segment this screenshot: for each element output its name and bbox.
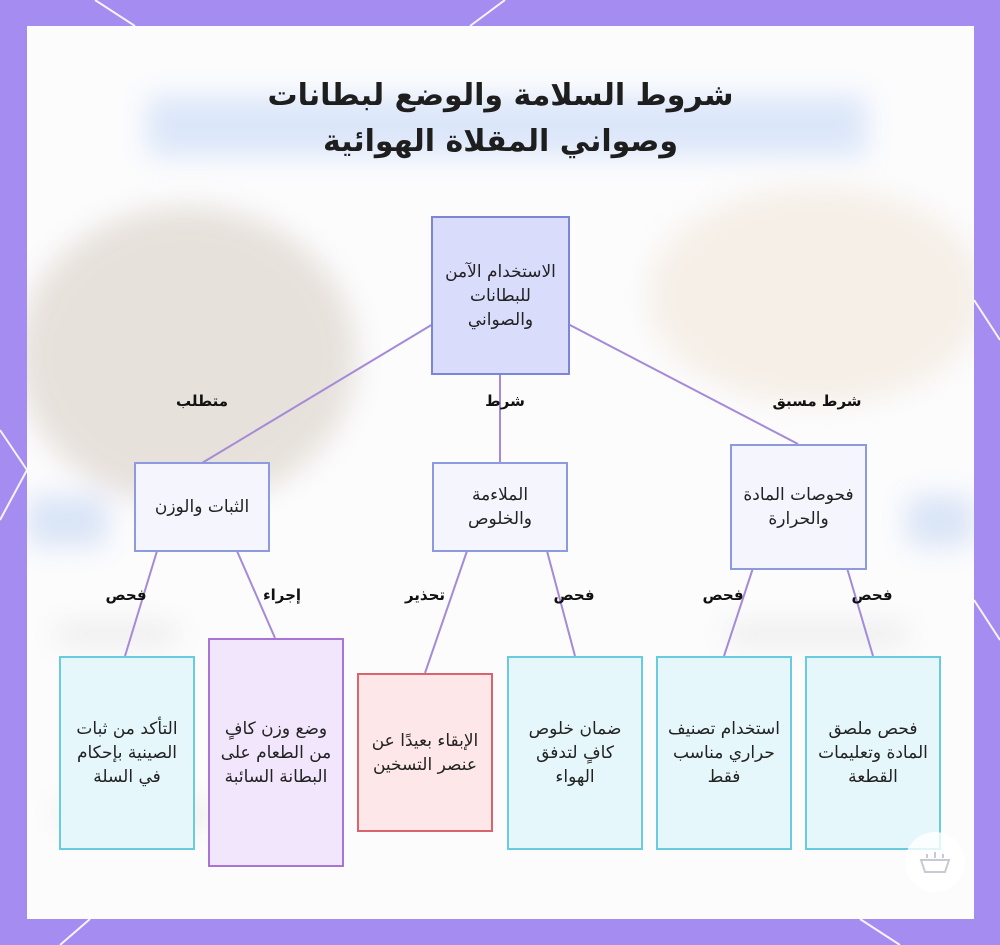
edge-label-condition: شرط bbox=[485, 392, 525, 410]
edge-label-check-4: فحص bbox=[851, 586, 893, 604]
keep-away-node: الإبقاء بعيدًا عن عنصر التسخين bbox=[357, 673, 493, 832]
edge-fit-clearance bbox=[546, 550, 576, 657]
edge-label-warning: تحذير bbox=[404, 586, 446, 604]
material-node: فحوصات المادة والحرارة bbox=[730, 444, 867, 570]
edge-material-heat bbox=[723, 567, 754, 657]
blurred-background bbox=[27, 96, 974, 822]
edge-label-procedure: إجراء bbox=[262, 586, 302, 604]
heat-rating-node: استخدام تصنيف حراري مناسب فقط bbox=[656, 656, 792, 850]
food-weight-node: وضع وزن كافٍ من الطعام على البطانة السائ… bbox=[208, 638, 344, 867]
diagram-title-line-1: شروط السلامة والوضع لبطانات bbox=[267, 78, 734, 113]
stability-node: الثبات والوزن bbox=[134, 462, 270, 552]
edge-label-check-3: فحص bbox=[702, 586, 744, 604]
root-node: الاستخدام الآمن للبطانات والصواني bbox=[431, 216, 570, 375]
edge-material-label bbox=[846, 567, 874, 657]
diagram-card: شروط السلامة والوضع لبطانات وصواني المقل… bbox=[27, 26, 974, 919]
edge-root-material bbox=[567, 323, 799, 445]
edge-label-check-1: فحص bbox=[105, 586, 147, 604]
clearance-node: ضمان خلوص كافٍ لتدفق الهواء bbox=[507, 656, 643, 850]
label-check-node: فحص ملصق المادة وتعليمات القطعة bbox=[805, 656, 941, 850]
diagram-title-line-2: وصواني المقلاة الهوائية bbox=[322, 124, 679, 159]
fit-node: الملاءمة والخلوص bbox=[432, 462, 568, 552]
edge-label-prerequisite: شرط مسبق bbox=[772, 392, 862, 410]
edge-label-check-2: فحص bbox=[553, 586, 595, 604]
edge-stability-tray bbox=[124, 550, 158, 657]
edge-fit-keepaway bbox=[424, 550, 468, 674]
edge-root-stability bbox=[201, 323, 434, 464]
watermark-logo bbox=[905, 832, 965, 892]
edge-stability-food bbox=[236, 550, 276, 639]
diagram-connectors bbox=[124, 323, 874, 674]
tray-secure-node: التأكد من ثبات الصينية بإحكام في السلة bbox=[59, 656, 195, 850]
edge-label-requirement: متطلب bbox=[175, 392, 229, 410]
